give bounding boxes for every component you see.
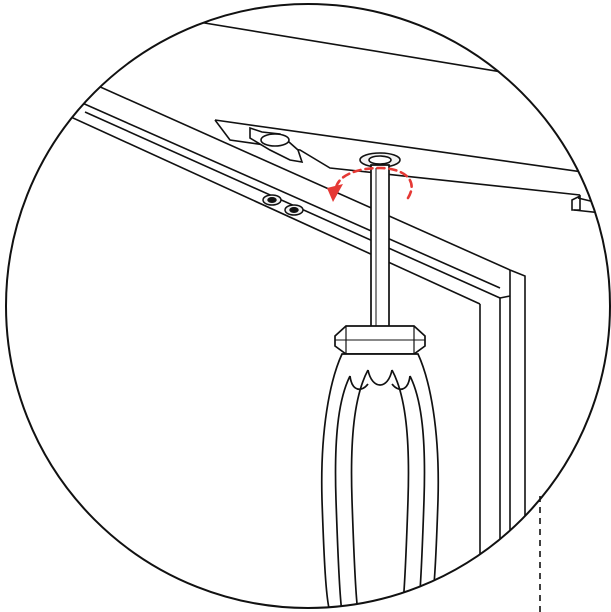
side-corner xyxy=(499,295,511,299)
rotation-arrow-icon xyxy=(334,166,413,200)
rotation-arrowhead xyxy=(327,184,343,202)
screwdriver-shaft xyxy=(370,164,390,331)
rail-line-1 xyxy=(39,59,511,271)
mount-block xyxy=(249,126,304,164)
handle-ridge-right xyxy=(391,375,411,391)
handle-groove-1 xyxy=(334,375,351,608)
screw-icon xyxy=(262,194,282,206)
handle-ridge-left xyxy=(349,375,369,391)
rail-line-4 xyxy=(59,111,481,305)
screw-icon xyxy=(284,204,304,216)
rail-line-2 xyxy=(79,101,501,289)
screw-icon xyxy=(359,152,401,168)
rotation-arc xyxy=(334,166,413,200)
panel-lip xyxy=(214,119,581,196)
screwdriver-icon xyxy=(320,164,440,608)
handle-groove-2 xyxy=(350,369,369,608)
handle-ridge-top xyxy=(367,369,393,386)
screwdriver-handle xyxy=(320,353,440,608)
right-bracket-tab xyxy=(571,194,581,211)
panel-underside-line xyxy=(214,119,610,177)
rail-screws xyxy=(262,194,304,216)
side-line-4 xyxy=(509,269,526,608)
mount-hole xyxy=(260,133,290,147)
screw-slot xyxy=(368,155,392,165)
magnifier-circle xyxy=(5,3,611,609)
